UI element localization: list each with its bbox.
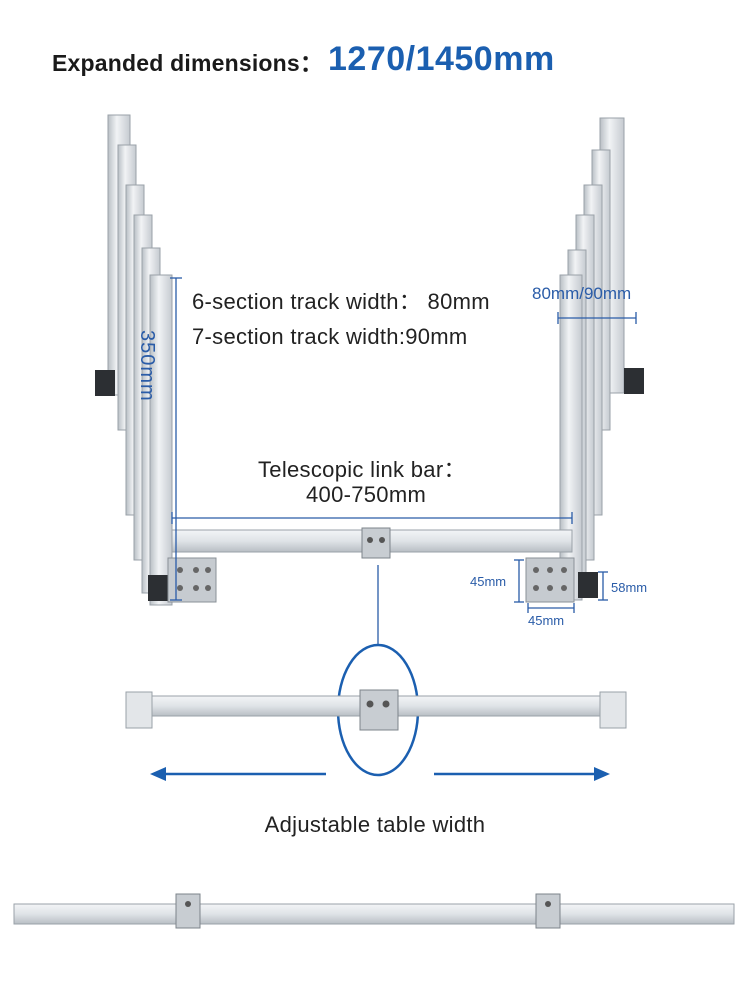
mounting-plates: [167, 557, 575, 603]
expanded-dimensions-value: 1270/1450mm: [328, 40, 555, 78]
adjustable-width-caption: Adjustable table width: [264, 812, 486, 837]
link-bar-assembly: [171, 527, 573, 559]
link-bar-range: 400-750mm: [306, 482, 427, 507]
height-dimension: 350mm: [136, 330, 158, 402]
link-bar-extended: [13, 893, 735, 929]
left-slide-rail: [95, 114, 173, 606]
expanded-dimensions-label: Expanded dimensions：: [52, 50, 324, 76]
width-arrows: [150, 767, 610, 781]
track-width-dimension: 80mm/90mm: [532, 284, 632, 303]
plate-height-dimension: 45mm: [470, 574, 507, 589]
seven-section-spec: 7-section track width:90mm: [192, 324, 468, 349]
plate-width-dimension: 45mm: [528, 613, 565, 628]
side-height-dimension: 58mm: [611, 580, 648, 595]
link-bar-closeup: [125, 689, 627, 731]
six-section-spec: 6-section track width： 80mm: [192, 289, 490, 314]
link-bar-label: Telescopic link bar：: [258, 457, 466, 482]
right-slide-rail: [559, 117, 644, 601]
dimension-lines: [170, 277, 637, 645]
